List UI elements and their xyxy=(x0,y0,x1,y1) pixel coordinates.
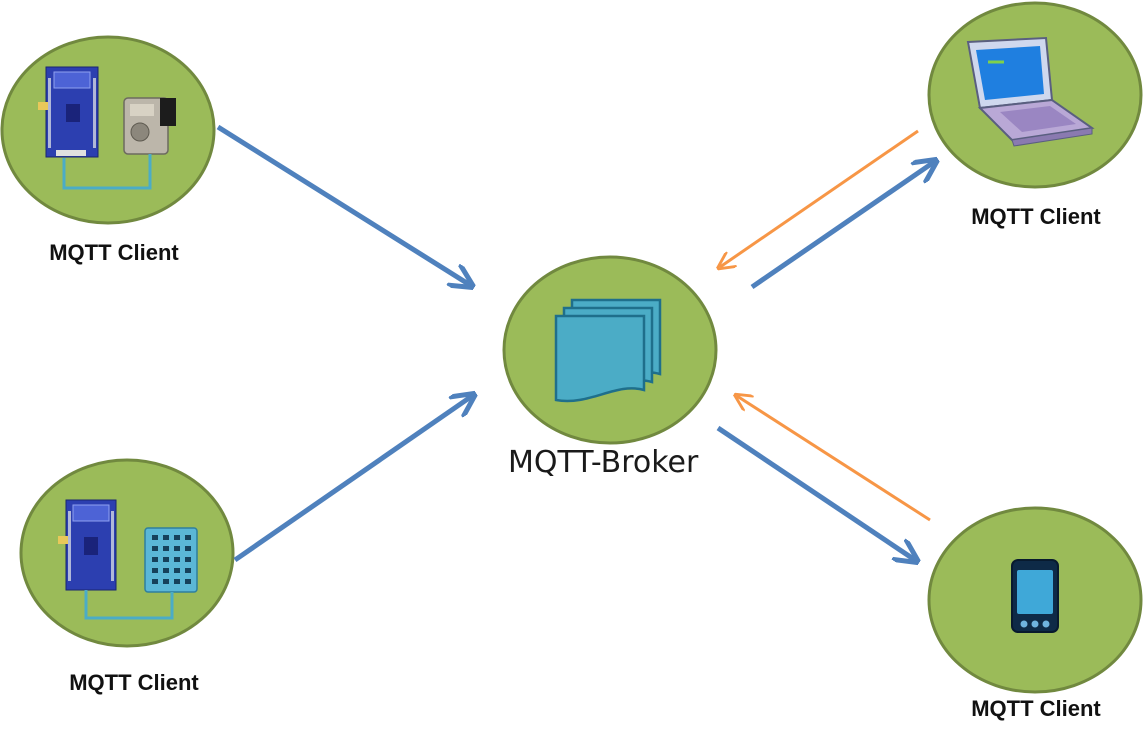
smartphone-icon xyxy=(1011,559,1059,633)
microcontroller-board-icon xyxy=(58,499,117,591)
broker-documents-icon xyxy=(554,298,662,403)
microcontroller-board-icon xyxy=(38,66,99,158)
arrow-top-left-to-broker xyxy=(216,124,470,285)
temperature-humidity-sensor-icon xyxy=(144,527,198,593)
client-label-bottom-right: MQTT Client xyxy=(971,696,1101,721)
client-label-bottom-left: MQTT Client xyxy=(69,670,199,695)
arrow-broker-to-phone xyxy=(716,425,915,560)
sensor-wire xyxy=(84,590,174,620)
gas-sensor-icon xyxy=(123,97,176,155)
broker-label: MQTT-Broker xyxy=(508,445,699,480)
client-label-top-right: MQTT Client xyxy=(971,204,1101,229)
laptop-icon xyxy=(966,36,1095,147)
client-label-top-left: MQTT Client xyxy=(49,240,179,265)
arrow-phone-to-broker xyxy=(737,396,931,522)
arrow-bottom-left-to-broker xyxy=(233,396,472,563)
client-node-top-left xyxy=(0,35,216,225)
arrow-broker-to-laptop xyxy=(750,162,934,290)
arrow-laptop-to-broker xyxy=(720,129,919,267)
sensor-wire xyxy=(62,154,152,190)
